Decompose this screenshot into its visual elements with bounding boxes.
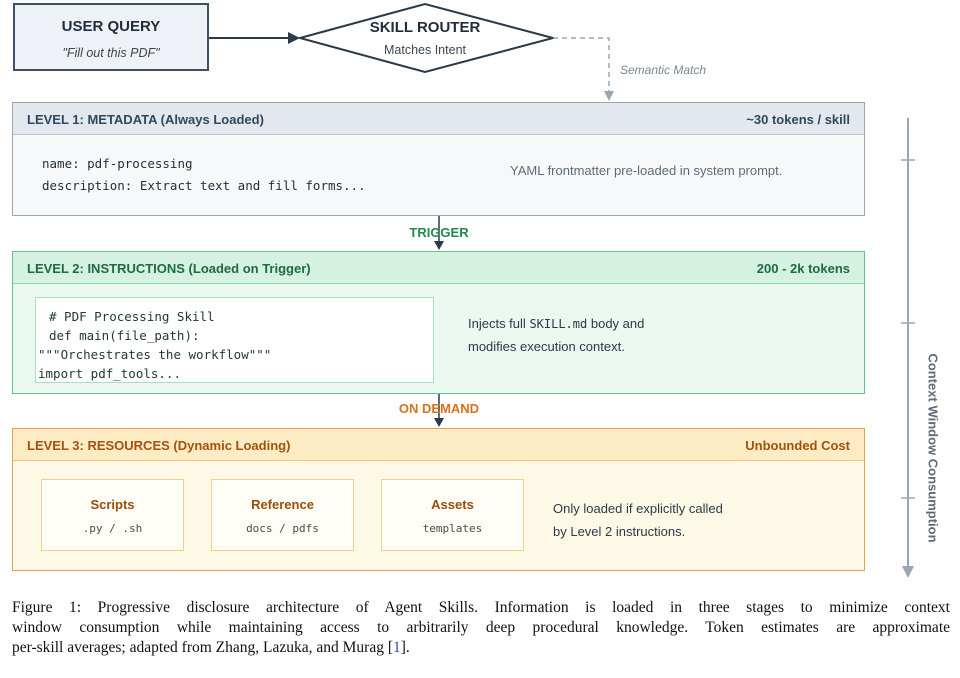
resource-title: Assets <box>431 497 474 512</box>
yaml-line: name: pdf-processing <box>42 156 193 171</box>
trigger-arrowhead <box>434 241 444 250</box>
level2-note-suffix: body and <box>590 316 645 331</box>
context-window-axis-arrowhead <box>902 566 914 578</box>
semantic-match-connector <box>553 37 610 92</box>
resource-detail: templates <box>422 522 483 535</box>
semantic-match-label: Semantic Match <box>620 63 707 77</box>
level2-note-prefix: Injects full <box>468 316 526 331</box>
context-window-axis-label: Context Window Consumption <box>925 353 941 543</box>
level3-resources-panel: LEVEL 3: RESOURCES (Dynamic Loading) Unb… <box>12 428 865 571</box>
caption-line3-prefix: per-skill averages; adapted from Zhang, … <box>12 639 394 656</box>
level3-title: LEVEL 3: RESOURCES (Dynamic Loading) <box>27 438 291 453</box>
citation-link[interactable]: 1 <box>393 639 401 656</box>
code-line: # PDF Processing Skill <box>49 309 215 324</box>
caption-line: window consumption while maintaining acc… <box>12 619 950 636</box>
level3-note-line2: by Level 2 instructions. <box>553 524 686 539</box>
level1-header: LEVEL 1: METADATA (Always Loaded) ~30 to… <box>13 103 864 135</box>
yaml-line: description: Extract text and fill forms… <box>42 178 366 193</box>
resource-card-reference: Reference docs / pdfs <box>211 479 354 551</box>
level2-title: LEVEL 2: INSTRUCTIONS (Loaded on Trigger… <box>27 261 311 276</box>
level3-header: LEVEL 3: RESOURCES (Dynamic Loading) Unb… <box>13 429 864 461</box>
resource-detail: docs / pdfs <box>246 522 319 535</box>
caption-line3-suffix: ]. <box>400 639 410 656</box>
skill-router-title: SKILL ROUTER <box>369 19 481 36</box>
level2-note-code: SKILL.md <box>529 317 588 331</box>
level1-cost: ~30 tokens / skill <box>746 112 850 127</box>
level2-cost: 200 - 2k tokens <box>756 261 850 276</box>
resource-card-assets: Assets templates <box>381 479 524 551</box>
level1-metadata-panel: LEVEL 1: METADATA (Always Loaded) ~30 to… <box>12 102 865 216</box>
level3-note-line1: Only loaded if explicitly called <box>553 501 723 516</box>
code-line: def main(file_path): <box>49 328 200 343</box>
resource-title: Reference <box>251 497 314 512</box>
level3-cost: Unbounded Cost <box>745 438 850 453</box>
resource-card-scripts: Scripts .py / .sh <box>41 479 184 551</box>
code-line: """Orchestrates the workflow""" <box>38 347 272 362</box>
level2-note-line2: modifies execution context. <box>468 339 625 354</box>
level2-note-line1: Injects full SKILL.md body and <box>468 316 644 331</box>
caption-line: Figure 1: Progressive disclosure archite… <box>12 599 950 616</box>
user-query-box: USER QUERY "Fill out this PDF" <box>13 3 209 71</box>
caption-line: per-skill averages; adapted from Zhang, … <box>12 638 950 658</box>
resource-detail: .py / .sh <box>82 522 143 535</box>
code-line: import pdf_tools... <box>38 366 181 381</box>
figure-caption: Figure 1: Progressive disclosure archite… <box>12 598 950 658</box>
router-diamond <box>296 2 557 74</box>
level2-instructions-panel: LEVEL 2: INSTRUCTIONS (Loaded on Trigger… <box>12 251 865 394</box>
user-query-title: USER QUERY <box>61 18 161 35</box>
skill-router-subtitle: Matches Intent <box>384 43 466 57</box>
level1-title: LEVEL 1: METADATA (Always Loaded) <box>27 112 264 127</box>
user-query-example: "Fill out this PDF" <box>62 46 160 60</box>
query-to-router-arrowhead <box>288 32 300 44</box>
on-demand-label: ON DEMAND <box>398 401 480 416</box>
level2-header: LEVEL 2: INSTRUCTIONS (Loaded on Trigger… <box>13 252 864 284</box>
level1-note: YAML frontmatter pre-loaded in system pr… <box>510 163 783 178</box>
skill-code-snippet: # PDF Processing Skill def main(file_pat… <box>35 297 434 383</box>
on-demand-arrowhead <box>434 418 444 427</box>
semantic-match-arrowhead <box>604 91 614 101</box>
resource-title: Scripts <box>90 497 135 512</box>
trigger-label: TRIGGER <box>409 225 469 240</box>
